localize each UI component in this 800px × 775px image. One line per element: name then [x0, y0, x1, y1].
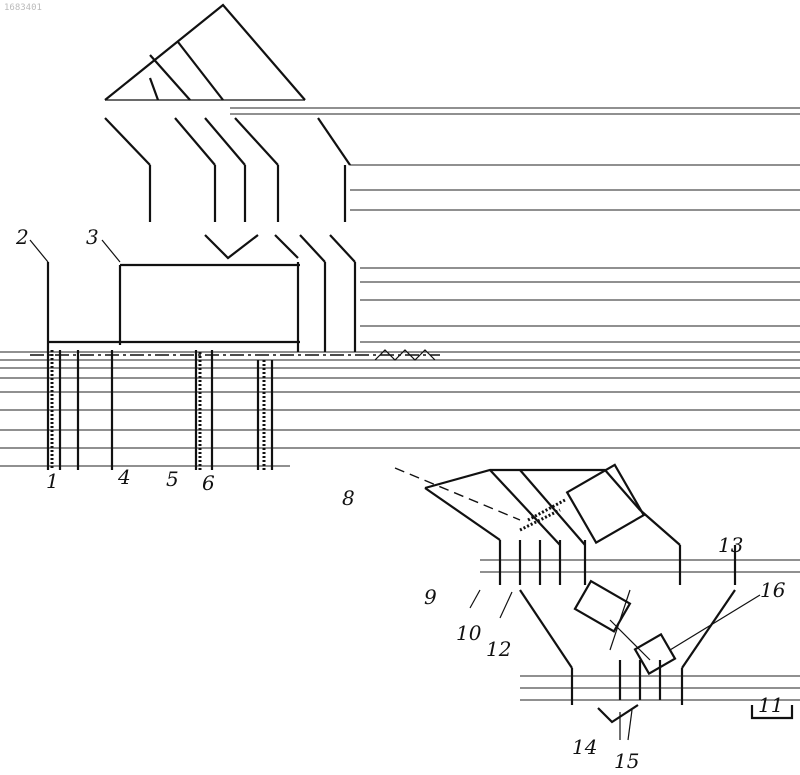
label-8: 8 — [342, 486, 355, 510]
label-1: 1 — [46, 469, 59, 493]
scan-streaks — [0, 108, 800, 700]
label-14: 14 — [572, 735, 597, 759]
label-12: 12 — [486, 637, 511, 661]
label-15: 15 — [614, 749, 639, 773]
main-body — [30, 240, 440, 470]
label-11: 11 — [758, 693, 783, 717]
patent-number: 1683401 — [4, 3, 42, 13]
label-16: 16 — [760, 578, 786, 602]
label-3: 3 — [86, 225, 99, 249]
label-2: 2 — [15, 225, 29, 249]
top-prism-assembly — [105, 5, 355, 262]
reference-labels: 2 3 1 4 5 6 8 9 10 12 13 16 14 15 11 — [15, 225, 786, 773]
lower-optical-block — [395, 465, 792, 740]
label-5: 5 — [166, 467, 179, 491]
label-13: 13 — [718, 533, 743, 557]
label-6: 6 — [202, 471, 215, 495]
label-9: 9 — [424, 585, 437, 609]
label-10: 10 — [456, 621, 482, 645]
label-4: 4 — [117, 465, 131, 489]
